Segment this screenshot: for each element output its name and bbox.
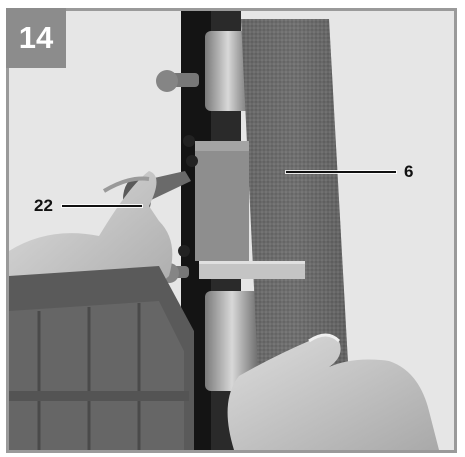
callout-22-label: 22: [34, 196, 53, 215]
callout-22-leader: [62, 205, 142, 207]
figure-number-badge: 14: [6, 8, 66, 68]
figure-frame: [6, 8, 457, 453]
tool-photo: [9, 11, 454, 450]
callout-6-leader: [286, 171, 396, 173]
callout-6-label: 6: [404, 162, 414, 181]
